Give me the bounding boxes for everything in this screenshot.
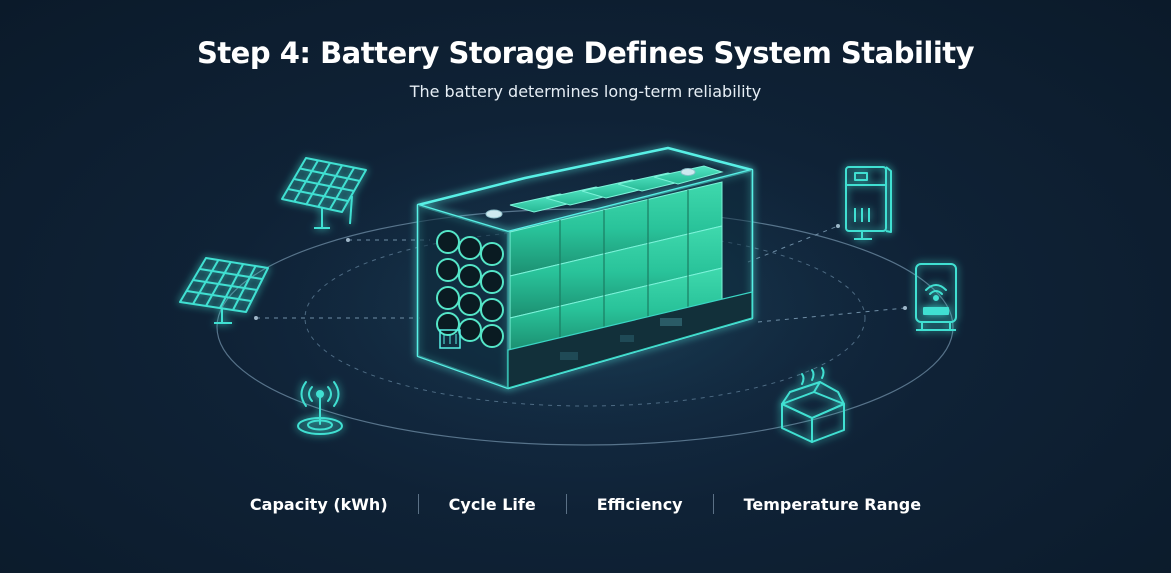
solar-panel-icon <box>179 257 269 324</box>
connector-line <box>757 307 906 323</box>
metric-divider <box>565 494 567 514</box>
metrics-row: Capacity (kWh) Cycle Life Efficiency Tem… <box>0 492 1171 516</box>
metric-efficiency: Efficiency <box>596 494 683 514</box>
metric-divider <box>417 494 419 514</box>
battery-box-icon <box>781 367 845 443</box>
page-title: Step 4: Battery Storage Defines System S… <box>196 36 975 70</box>
battery-pack-icon <box>416 146 754 390</box>
inverter-icon <box>845 166 892 240</box>
cell-rows <box>509 181 723 351</box>
metric-temperature-range: Temperature Range <box>743 494 922 514</box>
metric-cycle-life: Cycle Life <box>448 494 536 514</box>
solar-panel-icon <box>281 157 367 229</box>
cell-ends <box>436 230 504 348</box>
page-subtitle: The battery determines long-term reliabi… <box>409 82 762 101</box>
smart-meter-icon <box>915 263 957 331</box>
metric-divider <box>712 494 714 514</box>
antenna-signal-icon <box>297 381 343 435</box>
inner-dashed-ring <box>304 229 866 407</box>
outer-ring <box>216 208 954 446</box>
connector-line <box>747 225 839 263</box>
metric-capacity: Capacity (kWh) <box>249 494 388 514</box>
